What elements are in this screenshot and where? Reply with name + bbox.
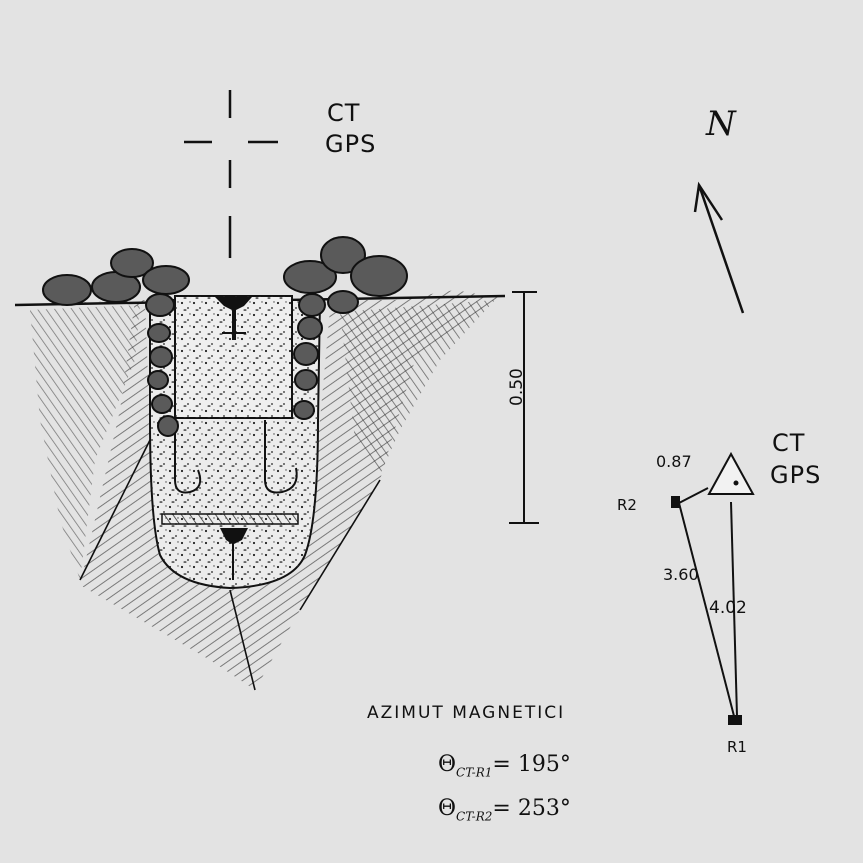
- north-label: N: [706, 104, 736, 144]
- azimuth-equation-r2: ΘCT-R2= 253°: [438, 796, 571, 823]
- north-arrow: [693, 181, 745, 314]
- marker-ct-label: CT: [327, 99, 361, 127]
- r2-label: R2: [617, 496, 637, 514]
- marker-gps-label: GPS: [325, 130, 377, 158]
- r2-point: [671, 496, 680, 508]
- equation-value: = 195°: [492, 752, 571, 777]
- equation-value: = 253°: [492, 796, 571, 821]
- ct-gps-triangle: [707, 451, 755, 495]
- soil-section: [14, 290, 506, 691]
- boulders: [42, 236, 408, 437]
- equation-subscript: CT-R2: [456, 809, 493, 824]
- reference-network: [671, 451, 755, 725]
- triangle-ct-label: CT: [772, 429, 806, 457]
- depth-dimension: [509, 291, 539, 524]
- depth-label: 0.50: [507, 368, 527, 406]
- distance-ct-r2: 0.87: [656, 452, 692, 471]
- azimuth-title: AZIMUT MAGNETICI: [367, 703, 566, 723]
- triangle-gps-label: GPS: [770, 461, 822, 489]
- distance-ct-r1: 4.02: [709, 598, 747, 618]
- marker-block: [174, 295, 293, 419]
- azimuth-equation-r1: ΘCT-R1= 195°: [438, 752, 571, 779]
- distance-r2-r1: 3.60: [663, 565, 699, 584]
- theta-symbol: Θ: [438, 796, 457, 821]
- equation-subscript: CT-R1: [456, 765, 493, 780]
- theta-symbol: Θ: [438, 752, 457, 777]
- r1-label: R1: [727, 738, 747, 756]
- r1-point: [728, 715, 742, 725]
- gps-cross-symbol: [184, 90, 278, 258]
